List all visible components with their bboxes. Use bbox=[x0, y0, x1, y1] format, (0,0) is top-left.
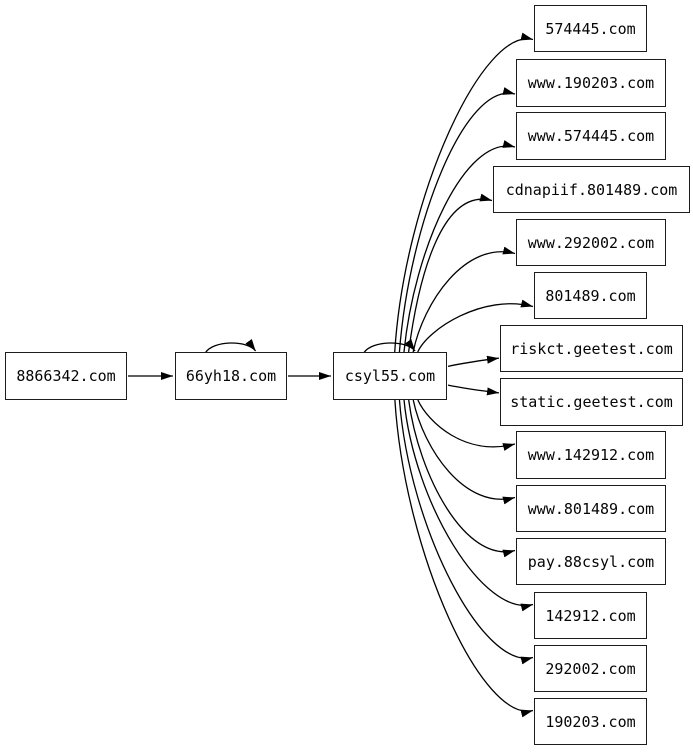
edge-csyl55-com-to-csyl55-com bbox=[363, 338, 416, 354]
node-8866342-com: 8866342.com bbox=[5, 352, 127, 400]
node-66yh18-com: 66yh18.com bbox=[175, 352, 287, 400]
node-142912-com: 142912.com bbox=[534, 592, 647, 639]
edge-csyl55-com-to-riskct-geetest-com bbox=[447, 355, 500, 368]
node-riskct-geetest-com: riskct.geetest.com bbox=[500, 325, 683, 372]
edge-csyl55-com-to-www-190203-com bbox=[398, 87, 516, 353]
node-label: www.292002.com bbox=[527, 233, 655, 252]
node-label: www.801489.com bbox=[527, 499, 655, 518]
edge-csyl55-com-to-801489-com bbox=[417, 299, 534, 353]
edge-csyl55-com-to-292002-com bbox=[398, 399, 534, 665]
node-pay-88csyl-com: pay.88csyl.com bbox=[516, 538, 666, 585]
node-label: 292002.com bbox=[545, 659, 636, 678]
edge-csyl55-com-to-574445-com bbox=[394, 32, 534, 353]
node-292002-com: 292002.com bbox=[534, 645, 647, 692]
node-label: 66yh18.com bbox=[185, 367, 277, 385]
edge-csyl55-com-to-www-801489-com bbox=[412, 399, 516, 505]
node-574445-com: 574445.com bbox=[534, 5, 647, 52]
edge-csyl55-com-to-pay-88csyl-com bbox=[408, 399, 516, 558]
node-label: www.574445.com bbox=[527, 127, 655, 145]
node-label: 190203.com bbox=[545, 712, 636, 731]
node-label: www.190203.com bbox=[527, 74, 655, 92]
node-label: www.142912.com bbox=[527, 446, 655, 464]
node-www-190203-com: www.190203.com bbox=[516, 59, 666, 107]
node-static-geetest-com: static.geetest.com bbox=[500, 378, 683, 426]
node-label: 574445.com bbox=[545, 19, 636, 38]
node-label: pay.88csyl.com bbox=[527, 552, 655, 571]
node-www-142912-com: www.142912.com bbox=[516, 431, 666, 479]
node-label: 8866342.com bbox=[16, 367, 116, 385]
node-label: csyl55.com bbox=[344, 367, 436, 385]
node-label: cdnapiif.801489.com bbox=[505, 180, 678, 199]
edge-csyl55-com-to-www-292002-com bbox=[412, 246, 516, 353]
edge-csyl55-com-to-www-574445-com bbox=[403, 140, 516, 353]
edge-csyl55-com-to-142912-com bbox=[403, 399, 534, 612]
node-label: 142912.com bbox=[545, 606, 636, 625]
node-cdnapiif-801489-com: cdnapiif.801489.com bbox=[493, 166, 690, 213]
edge-csyl55-com-to-190203-com bbox=[394, 399, 534, 718]
node-www-574445-com: www.574445.com bbox=[516, 112, 666, 160]
node-label: static.geetest.com bbox=[510, 393, 673, 411]
edge-csyl55-com-to-cdnapiif-801489-com bbox=[407, 193, 493, 353]
edge-csyl55-com-to-static-geetest-com bbox=[447, 384, 500, 396]
node-www-801489-com: www.801489.com bbox=[516, 485, 666, 532]
node-label: riskct.geetest.com bbox=[510, 339, 673, 358]
node-190203-com: 190203.com bbox=[534, 698, 647, 745]
node-801489-com: 801489.com bbox=[534, 272, 647, 319]
edge-66yh18-com-to-66yh18-com bbox=[204, 338, 257, 354]
node-www-292002-com: www.292002.com bbox=[516, 219, 666, 266]
edge-csyl55-com-to-www-142912-com bbox=[417, 399, 516, 451]
node-label: 801489.com bbox=[545, 286, 636, 305]
node-csyl55-com: csyl55.com bbox=[333, 352, 447, 400]
